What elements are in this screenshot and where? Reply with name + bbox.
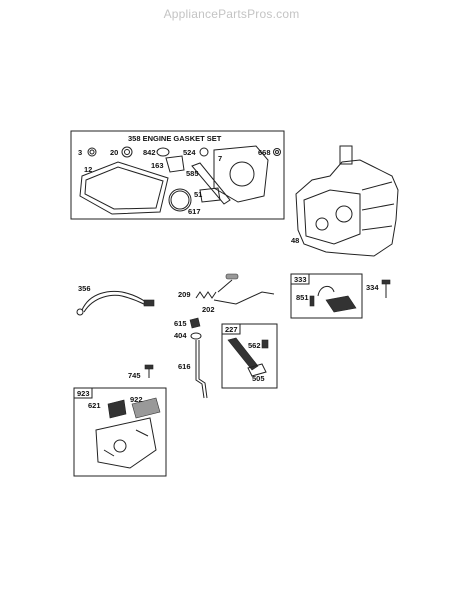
part-label-334[interactable]: 334 — [366, 283, 379, 292]
kit-227-tab — [221, 323, 241, 335]
wire-356-connector — [143, 299, 155, 307]
gasket-3-shape — [87, 147, 97, 157]
part-label-615[interactable]: 615 — [174, 319, 187, 328]
part-label-48[interactable]: 48 — [291, 236, 299, 245]
link-top-shape — [225, 273, 239, 280]
part-label-922[interactable]: 922 — [130, 395, 143, 404]
gasket-20-shape — [121, 146, 133, 158]
kit-333-clip — [317, 286, 335, 297]
kit-923-part-621 — [107, 399, 127, 419]
kit-227-title: 227 — [225, 325, 238, 334]
gasket-524-shape — [199, 147, 209, 157]
screw-745-shape — [146, 367, 152, 378]
kit-923-hub — [113, 439, 127, 453]
part-label-12[interactable]: 12 — [84, 165, 92, 174]
wire-356-terminal — [76, 308, 84, 316]
kit-923-assembly — [95, 417, 157, 469]
gasket-668-shape — [273, 148, 281, 156]
gasket-20-inner — [124, 149, 130, 155]
part-label-851[interactable]: 851 — [296, 293, 309, 302]
kit-333-title: 333 — [294, 275, 307, 284]
part-label-585[interactable]: 585 — [186, 169, 199, 178]
part-label-209[interactable]: 209 — [178, 290, 191, 299]
gasket-set-title: 358 ENGINE GASKET SET — [128, 134, 222, 143]
kit-333-group: 333 851 — [290, 273, 363, 319]
part-label-3[interactable]: 3 — [78, 148, 82, 157]
gasket-7-bore — [229, 161, 255, 187]
kit-923-tab — [73, 387, 93, 399]
screw-745-head — [144, 364, 154, 370]
nut-615-shape — [189, 317, 201, 329]
kit-227-bracket — [247, 363, 267, 377]
kit-227-group: 227 562 505 — [221, 323, 278, 389]
rod-616-shape — [195, 340, 205, 399]
part-label-621[interactable]: 621 — [88, 401, 101, 410]
kit-227-screw — [261, 339, 269, 349]
engine-block-face — [303, 189, 361, 245]
part-label-202[interactable]: 202 — [202, 305, 215, 314]
kit-333-module — [325, 295, 357, 313]
part-label-745[interactable]: 745 — [128, 371, 141, 380]
rod-616-shape-b — [198, 340, 208, 399]
kit-923-frame — [73, 387, 167, 477]
gasket-12-shape — [79, 161, 169, 215]
part-label-51[interactable]: 51 — [194, 190, 202, 199]
gasket-585-shape — [191, 162, 231, 205]
kit-333-screw — [309, 295, 315, 307]
engine-block-port — [315, 217, 329, 231]
gasket-set-group: 358 ENGINE GASKET SET — [70, 130, 285, 220]
part-label-404[interactable]: 404 — [174, 331, 187, 340]
kit-227-frame — [221, 323, 278, 389]
part-label-356[interactable]: 356 — [78, 284, 91, 293]
part-label-7[interactable]: 7 — [218, 154, 222, 163]
part-label-668[interactable]: 668 — [258, 148, 271, 157]
part-label-562[interactable]: 562 — [248, 341, 261, 350]
part-label-20[interactable]: 20 — [110, 148, 118, 157]
crankshaft-stub — [339, 145, 353, 165]
kit-333-frame — [290, 273, 363, 319]
kit-923-part-922 — [131, 397, 161, 419]
gasket-12-inner — [84, 166, 164, 210]
engine-block-bore — [335, 205, 353, 223]
spring-209-shape — [195, 291, 217, 299]
gasket-668-inner — [275, 150, 279, 154]
part-label-505[interactable]: 505 — [252, 374, 265, 383]
part-label-524[interactable]: 524 — [183, 148, 196, 157]
engine-block-group: 48 — [291, 145, 399, 257]
washer-404-shape — [190, 332, 202, 340]
gasket-set-frame — [70, 130, 285, 220]
watermark: AppliancePartsPros.com — [163, 7, 300, 21]
wire-356-shape-b — [83, 294, 147, 313]
kit-923-detail — [103, 429, 149, 457]
oring-617-shape — [168, 188, 192, 212]
wire-356-shape — [81, 290, 147, 311]
part-label-616[interactable]: 616 — [178, 362, 191, 371]
part-label-617[interactable]: 617 — [188, 207, 201, 216]
kit-923-title: 923 — [77, 389, 90, 398]
link-202-shape — [213, 279, 275, 305]
engine-block-fins — [361, 181, 395, 231]
kit-333-tab — [290, 273, 310, 285]
oring-617-inner — [170, 190, 190, 210]
part-label-163[interactable]: 163 — [151, 161, 164, 170]
part-label-842[interactable]: 842 — [143, 148, 156, 157]
engine-block-shape — [295, 159, 399, 257]
gasket-3-inner — [89, 149, 95, 155]
gasket-51-shape — [199, 187, 221, 203]
screw-334-head — [381, 279, 391, 285]
loose-parts-group: 356 209 202 615 404 616 745 334 — [76, 273, 391, 399]
gasket-842-shape — [156, 147, 170, 157]
kit-227-lever — [227, 337, 259, 371]
gasket-163-shape — [165, 155, 185, 173]
kit-923-group: 923 621 922 — [73, 387, 167, 477]
